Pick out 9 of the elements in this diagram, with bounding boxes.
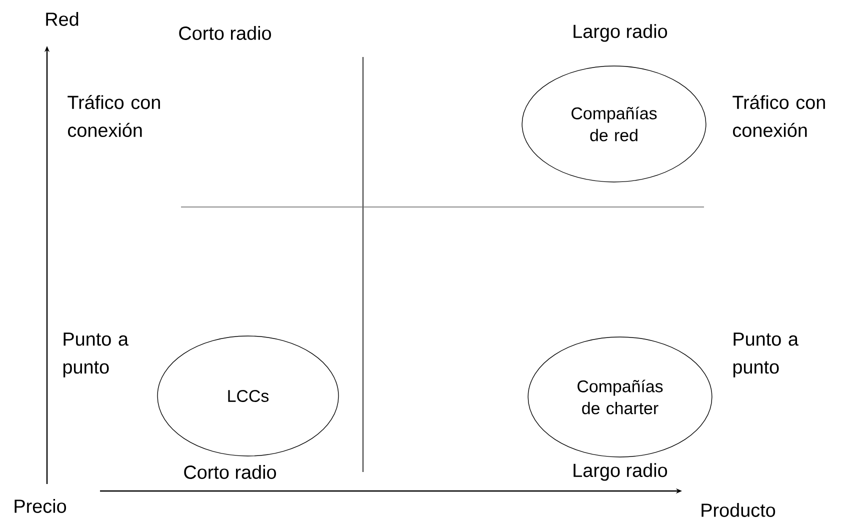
axis-label: Precio <box>14 499 66 513</box>
column-label: Largo radio <box>574 24 668 42</box>
column-label: Corto radio <box>179 26 271 40</box>
row-label: Punto a punto <box>63 332 128 378</box>
row-label: Tráfico con conexión <box>68 94 160 137</box>
axis-label: Producto <box>702 503 776 517</box>
row-label: Punto a punto <box>733 332 798 378</box>
row-label: Tráfico con conexión <box>732 94 825 137</box>
axis-label: Red <box>46 12 78 26</box>
